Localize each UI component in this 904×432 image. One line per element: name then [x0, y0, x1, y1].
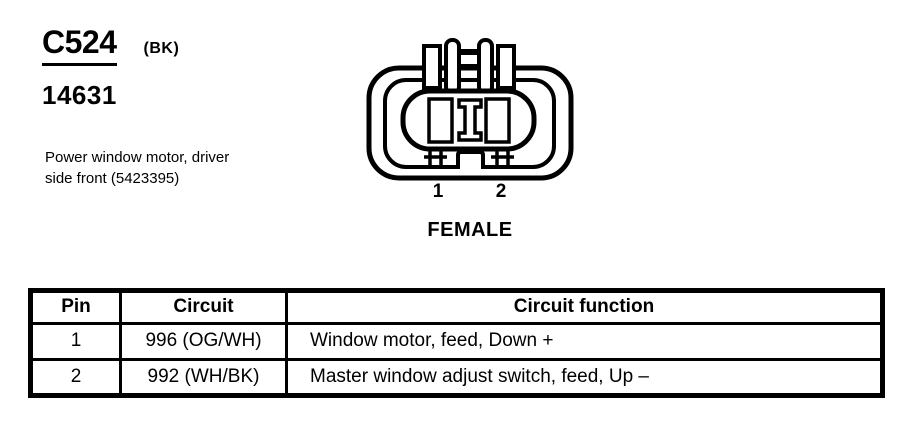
circuit-function-column-header: Circuit function	[285, 289, 884, 325]
connector-id: C524	[42, 26, 117, 66]
connector-description-line1: Power window motor, driver	[45, 149, 230, 166]
pin-1-number: 1	[432, 181, 444, 202]
connector-gender-label: FEMALE	[427, 219, 513, 241]
pinout-table: Pin Circuit Circuit function 1 996 (OG/W…	[28, 288, 885, 398]
connector-side-tab-left	[422, 44, 442, 90]
part-number: 14631	[42, 80, 117, 110]
connector-foot-right	[491, 149, 514, 166]
pin-2-number: 2	[495, 181, 507, 202]
female-connector-diagram	[366, 38, 574, 181]
pin-2-circuit-cell: 992 (WH/BK)	[119, 358, 288, 397]
connector-index-bump	[454, 150, 487, 169]
pin-2-function-cell: Master window adjust switch, feed, Up –	[285, 358, 884, 397]
circuit-column-header: Circuit	[119, 289, 288, 325]
connector-color-code: (BK)	[143, 40, 180, 57]
pin-2-cell: 2	[29, 358, 122, 397]
pin-1-function-cell: Window motor, feed, Down +	[285, 322, 884, 361]
pinout-table-header-row: Pin Circuit Circuit function	[29, 289, 884, 325]
table-row: 2 992 (WH/BK) Master window adjust switc…	[29, 358, 884, 397]
connector-header: C524 (BK)	[42, 26, 179, 66]
pin-1-cell: 1	[29, 322, 122, 361]
connector-latch-rung-top	[457, 49, 481, 55]
connector-description: Power window motor, driver side front (5…	[45, 147, 285, 189]
connector-foot-left	[424, 149, 447, 166]
connector-latch-rung-bottom	[457, 64, 481, 70]
pin-1-circuit-cell: 996 (OG/WH)	[119, 322, 288, 361]
connector-description-line2: side front (5423395)	[45, 170, 180, 187]
pin-1-slot	[427, 97, 454, 144]
connector-side-tab-right	[496, 44, 516, 90]
pin-2-slot	[484, 97, 511, 144]
pin-column-header: Pin	[29, 289, 122, 325]
connector-key	[457, 98, 483, 142]
table-row: 1 996 (OG/WH) Window motor, feed, Down +	[29, 322, 884, 361]
